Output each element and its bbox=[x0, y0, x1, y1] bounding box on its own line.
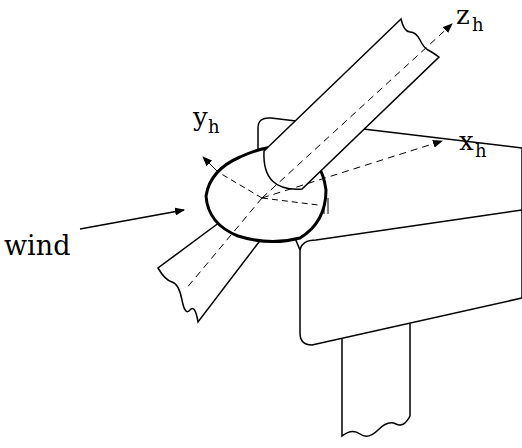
axis-label: x bbox=[459, 128, 474, 154]
axis-subscript: h bbox=[472, 16, 484, 34]
axis-line bbox=[203, 157, 218, 172]
axis-line bbox=[218, 172, 262, 198]
tower bbox=[342, 320, 410, 436]
axis-label: y bbox=[193, 104, 208, 130]
axis-line bbox=[262, 24, 452, 198]
axis-line bbox=[262, 198, 318, 205]
axis-label: z bbox=[456, 2, 470, 28]
wind-label: wind bbox=[4, 232, 70, 259]
blade bbox=[264, 19, 439, 189]
axis-subscript: h bbox=[208, 118, 220, 136]
axis-line bbox=[185, 198, 262, 290]
wind-arrow bbox=[80, 210, 184, 229]
nacelle-edge bbox=[300, 210, 522, 250]
axis-subscript: h bbox=[475, 142, 487, 160]
axis-line bbox=[262, 141, 442, 198]
